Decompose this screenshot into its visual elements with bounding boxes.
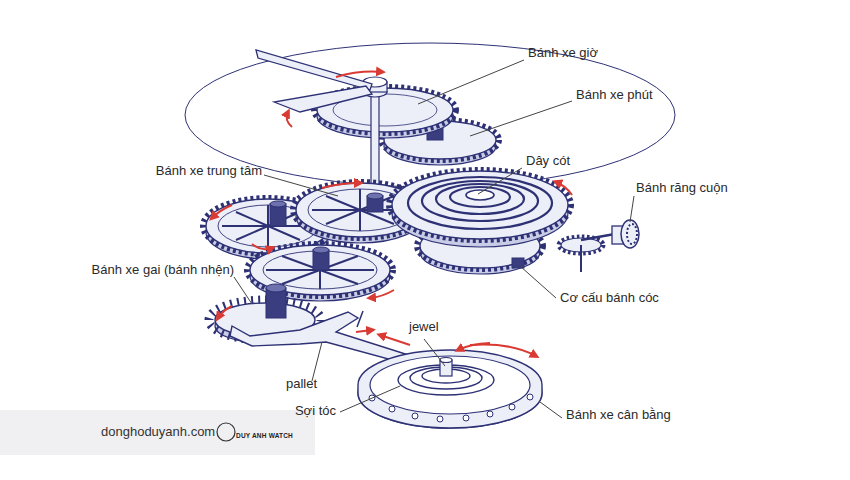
part-label: pallet	[286, 376, 317, 392]
part-label: Bánh răng cuộn	[636, 180, 728, 196]
logo-text: DUY ANH WATCH	[236, 428, 293, 444]
part-label: Bánh xe cân bằng	[566, 407, 671, 423]
motion-arrows	[212, 72, 572, 356]
gear-train	[203, 50, 639, 428]
part-label: Bánh xe trung tâm	[156, 163, 262, 179]
part-label: Dây cót	[526, 153, 570, 169]
leader-lines	[234, 60, 634, 418]
part-label: Bánh xe phút	[576, 87, 653, 103]
part-label: Sợi tóc	[295, 403, 336, 419]
part-label: Cơ cấu bánh cóc	[560, 290, 659, 306]
part-label: Bánh xe gai (bánh nhện)	[92, 262, 234, 278]
logo-mark	[217, 423, 235, 441]
footer-band	[0, 410, 315, 455]
part-label: jewel	[409, 319, 439, 335]
website-url: donghoduyanh.com	[101, 424, 215, 440]
part-label: Bánh xe giờ	[528, 45, 598, 61]
